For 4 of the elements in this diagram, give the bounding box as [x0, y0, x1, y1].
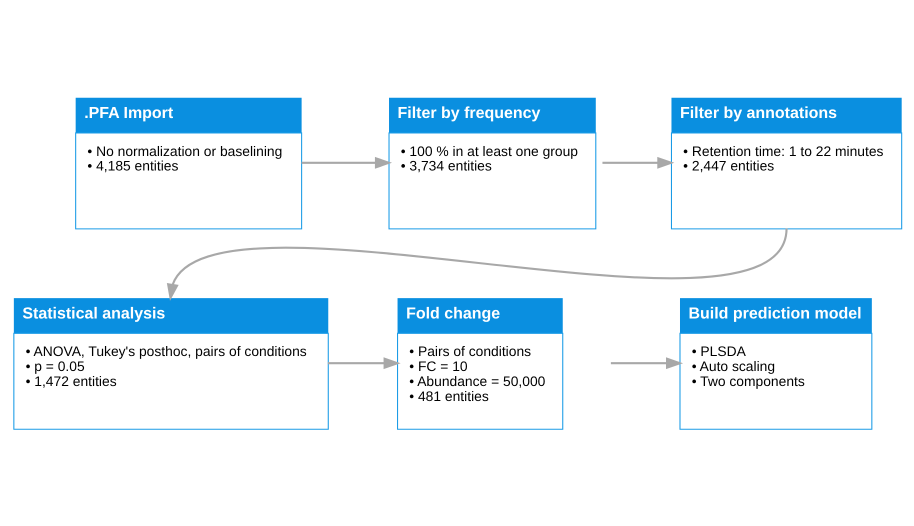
arrow — [327, 357, 400, 370]
arrow — [610, 357, 683, 370]
arrow — [301, 156, 392, 169]
arrow — [602, 156, 674, 169]
